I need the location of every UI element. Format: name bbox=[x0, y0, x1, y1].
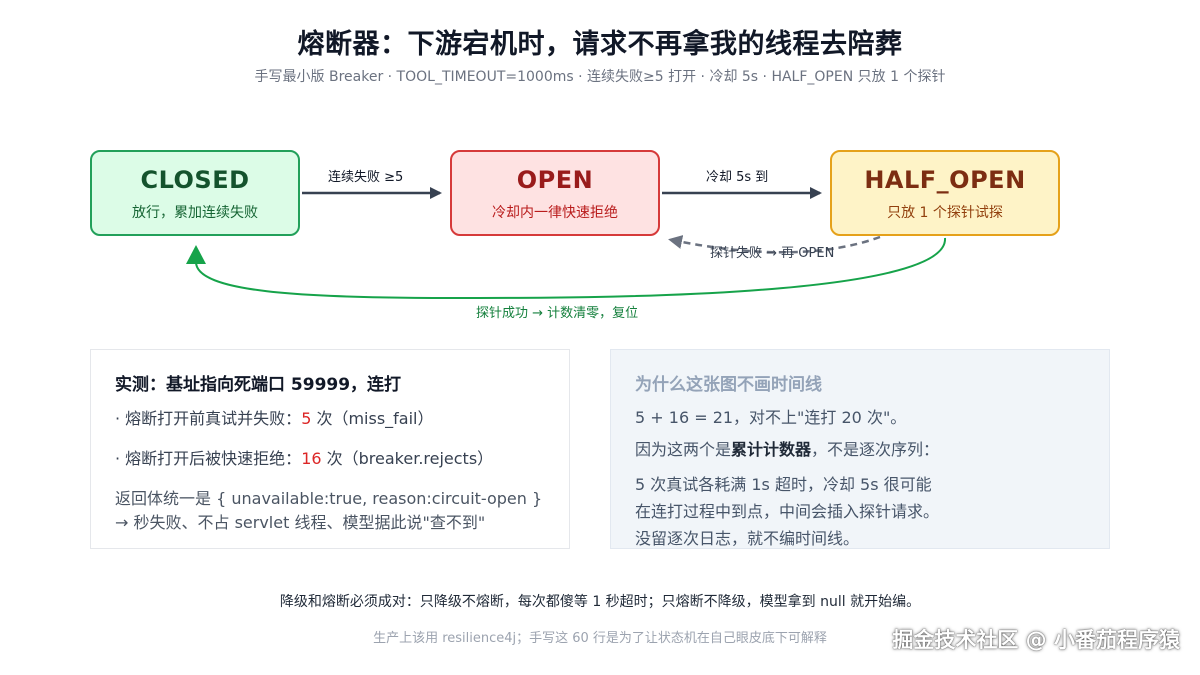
state-half-open-name: HALF_OPEN bbox=[864, 166, 1026, 194]
why-line-2: 因为这两个是累计计数器，不是逐次序列： bbox=[635, 439, 1085, 461]
state-open-name: OPEN bbox=[516, 166, 594, 194]
why-line-3: 5 次真试各耗满 1s 超时，冷却 5s 很可能 bbox=[635, 475, 932, 494]
measurement-line-rejects: · 熔断打开后被快速拒绝：16 次（breaker.rejects） bbox=[115, 447, 545, 471]
page-subtitle: 手写最小版 Breaker · TOOL_TIMEOUT=1000ms · 连续… bbox=[254, 69, 946, 85]
why-no-timeline-card: 为什么这张图不画时间线 5 + 16 = 21，对不上"连打 20 次"。 因为… bbox=[610, 349, 1110, 549]
why-line-5: 没留逐次日志，就不编时间线。 bbox=[635, 529, 860, 548]
page-title: 熔断器：下游宕机时，请求不再拿我的线程去陪葬 bbox=[297, 29, 903, 60]
state-half-open: HALF_OPEN 只放 1 个探针试探 bbox=[830, 150, 1060, 236]
measurement-title: 实测：基址指向死端口 59999，连打 bbox=[115, 375, 402, 395]
miss-fail-count: 5 bbox=[301, 409, 312, 428]
why-line-1: 5 + 16 = 21，对不上"连打 20 次"。 bbox=[635, 408, 907, 427]
transition-arrows bbox=[186, 187, 947, 300]
why-line-2-strong: 累计计数器 bbox=[731, 440, 812, 459]
label-open-to-half: 冷却 5s 到 bbox=[706, 170, 769, 185]
arrow-half-to-closed bbox=[195, 237, 947, 300]
why-line-4: 在连打过程中到点，中间会插入探针请求。 bbox=[635, 502, 940, 521]
line1-prefix: · 熔断打开前真试并失败： bbox=[115, 409, 302, 428]
line2-suffix: 次（breaker.rejects） bbox=[321, 449, 494, 468]
state-open: OPEN 冷却内一律快速拒绝 bbox=[450, 150, 660, 236]
state-half-open-desc: 只放 1 个探针试探 bbox=[887, 205, 1003, 221]
state-closed-name: CLOSED bbox=[140, 166, 250, 194]
why-line-2-prefix: 因为这两个是 bbox=[635, 440, 732, 459]
label-half-to-closed: 探针成功 → 计数清零，复位 bbox=[476, 306, 639, 321]
state-open-desc: 冷却内一律快速拒绝 bbox=[492, 205, 618, 221]
state-closed: CLOSED 放行，累加连续失败 bbox=[90, 150, 300, 236]
line1-suffix: 次（miss_fail） bbox=[311, 409, 434, 428]
response-note-2: → 秒失败、不占 servlet 线程、模型据此说"查不到" bbox=[115, 513, 486, 532]
measurement-card: 实测：基址指向死端口 59999，连打 · 熔断打开前真试并失败：5 次（mis… bbox=[90, 349, 570, 549]
watermark: 掘金技术社区 @ 小番茄程序猿 bbox=[892, 628, 1180, 652]
label-half-to-open: 探针失败 → 再 OPEN bbox=[710, 246, 835, 261]
measurement-line-miss-fail: · 熔断打开前真试并失败：5 次（miss_fail） bbox=[115, 407, 545, 431]
rejects-count: 16 bbox=[301, 449, 322, 468]
footer-summary: 降级和熔断必须成对：只降级不熔断，每次都傻等 1 秒超时；只熔断不降级，模型拿到… bbox=[279, 594, 921, 610]
label-closed-to-open: 连续失败 ≥5 bbox=[328, 170, 404, 185]
response-note-1: 返回体统一是 { unavailable:true, reason:circui… bbox=[115, 489, 543, 508]
state-closed-desc: 放行，累加连续失败 bbox=[132, 205, 258, 221]
footer-production-note: 生产上该用 resilience4j；手写这 60 行是为了让状态机在自己眼皮底… bbox=[373, 631, 827, 646]
why-title: 为什么这张图不画时间线 bbox=[635, 375, 822, 395]
why-line-2-suffix: ，不是逐次序列： bbox=[811, 440, 940, 459]
line2-prefix: · 熔断打开后被快速拒绝： bbox=[115, 449, 302, 468]
arrowhead-half-to-closed bbox=[186, 245, 206, 264]
